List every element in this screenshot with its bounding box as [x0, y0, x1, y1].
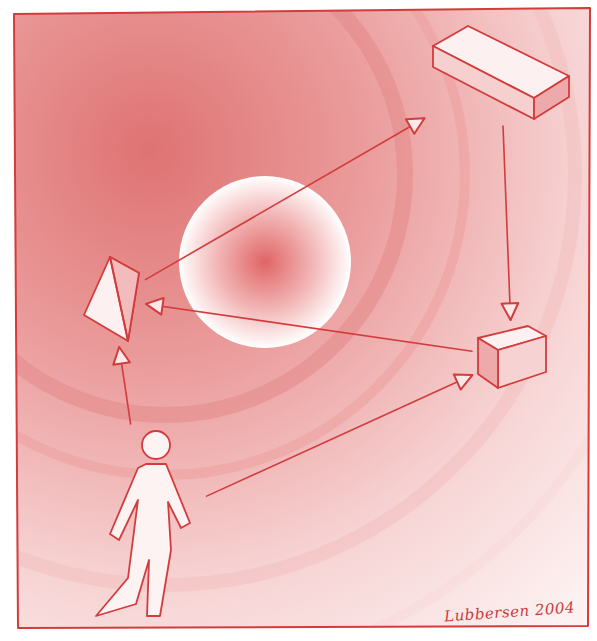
arrow-connector — [119, 347, 130, 424]
small-cube-outline — [476, 324, 548, 390]
glowing-sphere — [179, 176, 351, 348]
prism-shape-outline — [82, 255, 142, 343]
frame-border — [14, 8, 590, 628]
flat-box — [428, 26, 574, 122]
flat-box-part — [534, 76, 569, 119]
flat-box-part — [433, 46, 534, 119]
prism-shape — [82, 255, 142, 343]
small-cube-part — [498, 336, 546, 388]
small-cube — [476, 324, 548, 390]
arrow-connector — [146, 304, 472, 351]
person-figure-part — [96, 464, 190, 616]
arrow-connector — [503, 126, 511, 320]
arrow-connector — [145, 118, 424, 279]
prism-shape-part — [110, 257, 128, 341]
prism-shape-part — [84, 257, 139, 341]
small-cube-part — [478, 338, 498, 388]
frame-fill — [14, 8, 590, 628]
person-figure-part — [142, 431, 170, 459]
person-figure — [88, 428, 203, 620]
ring — [0, 0, 465, 475]
ring — [0, 0, 575, 585]
prism-shape-part — [110, 257, 139, 341]
person-figure-outline — [88, 428, 203, 620]
arrow-connector — [207, 375, 473, 496]
flat-box-outline — [428, 26, 574, 122]
ring — [0, 0, 405, 415]
